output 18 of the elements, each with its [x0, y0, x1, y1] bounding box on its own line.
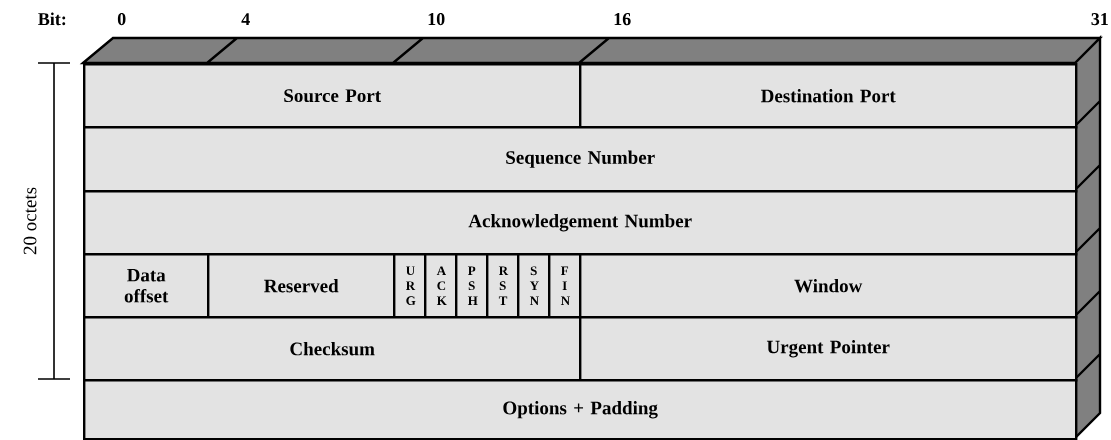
dimension-label: 20 octets	[23, 187, 37, 255]
bit-number: 0	[117, 13, 126, 26]
header-field-box: Options + Padding	[83, 379, 1078, 440]
flag-bit-box: S Y N	[517, 253, 551, 319]
flag-bit-box: F I N	[548, 253, 582, 319]
bit-number: 31	[1091, 13, 1108, 26]
flag-bit-box: P S H	[455, 253, 489, 319]
flag-bit-box: R S T	[486, 253, 520, 319]
bit-number: 16	[614, 13, 631, 26]
header-field-box: Destination Port	[579, 63, 1078, 129]
header-field-box: Urgent Pointer	[579, 316, 1078, 382]
flag-bit-box: A C K	[424, 253, 458, 319]
axis-title: Bit:	[38, 12, 66, 26]
header-field-box: Data offset	[83, 253, 210, 319]
header-field-box: Source Port	[83, 63, 582, 129]
bit-number: 10	[428, 13, 445, 26]
flag-bit-box: U R G	[393, 253, 427, 319]
bit-number: 4	[241, 13, 250, 25]
